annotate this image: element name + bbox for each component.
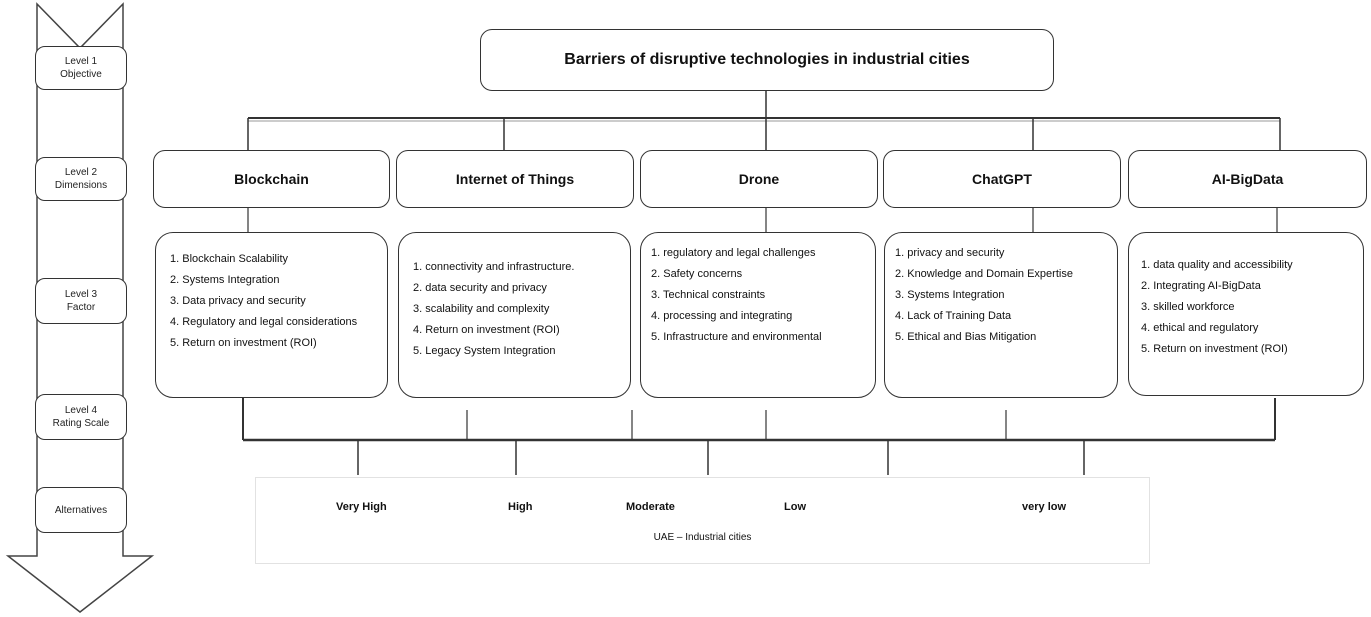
factor-item: 3. scalability and complexity: [413, 303, 550, 315]
alternatives-box: Alternatives: [35, 487, 127, 533]
factor-item: 5. Legacy System Integration: [413, 345, 556, 357]
level-sublabel: Factor: [66, 302, 96, 313]
factor-item: 3. skilled workforce: [1141, 301, 1235, 313]
dimension-chatgpt: ChatGPT: [883, 150, 1121, 208]
factor-item: 1. data quality and accessibility: [1141, 259, 1293, 271]
alternatives-caption: UAE – Industrial cities: [653, 532, 752, 543]
level-label: Level 3: [64, 289, 98, 300]
factor-item: 4. Return on investment (ROI): [413, 324, 560, 336]
rating-moderate: Moderate: [626, 501, 675, 513]
dimension-drone: Drone: [640, 150, 878, 208]
factors-ai-bigdata: 1. data quality and accessibility 2. Int…: [1128, 232, 1364, 396]
level-1-box: Level 1 Objective: [35, 46, 127, 90]
factor-item: 5. Return on investment (ROI): [170, 337, 317, 349]
rating-very-high: Very High: [336, 501, 387, 513]
factor-item: 1. Blockchain Scalability: [170, 253, 289, 265]
level-label: Alternatives: [54, 504, 108, 516]
factor-item: 5. Infrastructure and environmental: [651, 331, 822, 343]
factor-item: 3. Data privacy and security: [170, 295, 306, 307]
factor-item: 2. data security and privacy: [413, 282, 547, 294]
factor-item: 2. Knowledge and Domain Expertise: [895, 268, 1073, 280]
factor-item: 5. Return on investment (ROI): [1141, 343, 1288, 355]
factor-item: 1. regulatory and legal challenges: [651, 247, 816, 259]
rating-high: High: [508, 501, 533, 513]
factor-item: 4. ethical and regulatory: [1141, 322, 1259, 334]
rating-low: Low: [784, 501, 806, 513]
level-label: Level 2: [64, 167, 98, 178]
factor-item: 2. Safety concerns: [651, 268, 743, 280]
factor-item: 2. Integrating AI-BigData: [1141, 280, 1261, 292]
factor-item: 4. processing and integrating: [651, 310, 793, 322]
objective-title: Barriers of disruptive technologies in i…: [480, 29, 1054, 91]
level-sublabel: Rating Scale: [52, 418, 110, 429]
factors-chatgpt: 1. privacy and security 2. Knowledge and…: [884, 232, 1118, 398]
factors-drone: 1. regulatory and legal challenges 2. Sa…: [640, 232, 876, 398]
factor-item: 4. Regulatory and legal considerations: [170, 316, 358, 328]
level-label: Level 1: [64, 56, 98, 67]
dimension-blockchain: Blockchain: [153, 150, 390, 208]
dimension-iot: Internet of Things: [396, 150, 634, 208]
dimension-ai-bigdata: AI-BigData: [1128, 150, 1367, 208]
rating-scale-panel: Very High High Moderate Low very low UAE…: [255, 477, 1150, 564]
factors-iot: 1. connectivity and infrastructure. 2. d…: [398, 232, 631, 398]
level-4-box: Level 4 Rating Scale: [35, 394, 127, 440]
factor-item: 1. privacy and security: [895, 247, 1005, 259]
factor-item: 5. Ethical and Bias Mitigation: [895, 331, 1037, 343]
factor-item: 2. Systems Integration: [170, 274, 280, 286]
factors-blockchain: 1. Blockchain Scalability 2. Systems Int…: [155, 232, 388, 398]
factor-item: 3. Systems Integration: [895, 289, 1005, 301]
level-2-box: Level 2 Dimensions: [35, 157, 127, 201]
level-label: Level 4: [64, 405, 98, 416]
level-sublabel: Objective: [60, 69, 102, 80]
rating-very-low: very low: [1022, 501, 1067, 513]
factor-item: 1. connectivity and infrastructure.: [413, 261, 575, 273]
factor-item: 3. Technical constraints: [651, 289, 766, 301]
level-sublabel: Dimensions: [54, 180, 108, 191]
factor-item: 4. Lack of Training Data: [895, 310, 1012, 322]
level-3-box: Level 3 Factor: [35, 278, 127, 324]
